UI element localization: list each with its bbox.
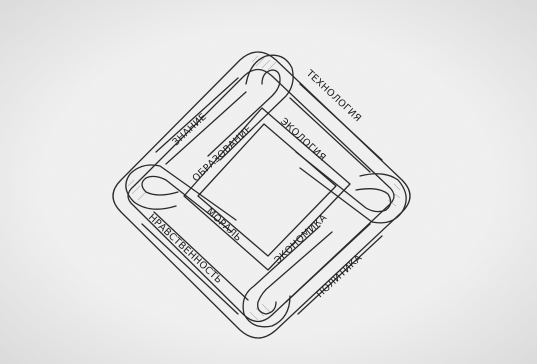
chain-diagram: ЗНАНИЕ ТЕХНОЛОГИЯ ОБРАЗОВАНИЕ ЭКОЛОГИЯ М… xyxy=(0,0,537,364)
chain-diagram-page: ЗНАНИЕ ТЕХНОЛОГИЯ ОБРАЗОВАНИЕ ЭКОЛОГИЯ М… xyxy=(0,0,537,364)
